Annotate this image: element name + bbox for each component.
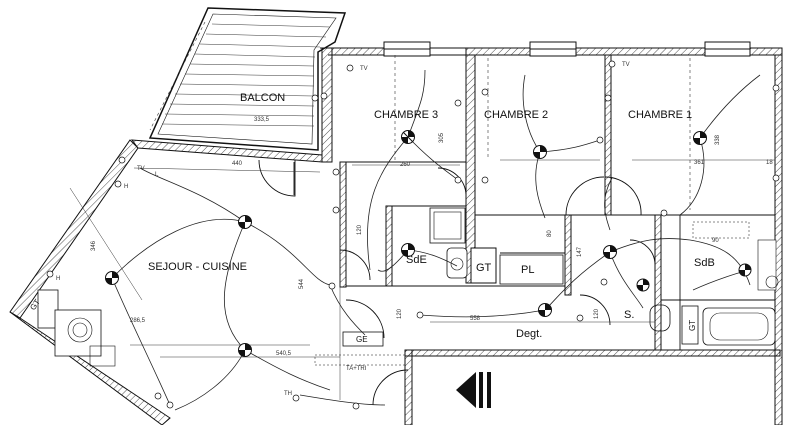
room-label-chambre3: CHAMBRE 3 (374, 109, 438, 121)
doors (258, 159, 656, 406)
windows (383, 41, 751, 57)
dim-260: 260 (400, 162, 411, 168)
room-label-degt: Degt. (516, 328, 542, 340)
room-label-gt-right: GT (688, 320, 697, 331)
exterior-walls (9, 47, 783, 425)
room-labels: BALCON CHAMBRE 3 CHAMBRE 2 CHAMBRE 1 SEJ… (28, 92, 715, 344)
label-tv-chambre1: TV (622, 62, 630, 68)
dim-361: 361 (694, 160, 705, 166)
dim-440: 440 (232, 161, 243, 167)
dim-90: 90 (712, 238, 719, 244)
label-th: TH (284, 391, 292, 397)
dim-338: 338 (715, 134, 721, 145)
room-label-gt-mid: GT (476, 262, 492, 274)
sockets (46, 60, 780, 410)
dim-2865: 286,5 (130, 318, 146, 324)
electrical-wiring (111, 69, 761, 411)
balcony (148, 7, 347, 151)
dim-120c: 120 (357, 224, 363, 235)
dim-305: 305 (439, 132, 445, 143)
label-h2: H (124, 184, 128, 190)
dim-544: 544 (299, 278, 305, 289)
label-tatri: TA+TRI (346, 366, 367, 372)
label-l: L (155, 172, 159, 178)
dim-5405: 540,5 (276, 351, 292, 357)
label-tv-chambre3: TV (360, 66, 368, 72)
dim-120a: 120 (397, 308, 403, 319)
dimension-labels: 333,5 440 260 305 338 361 346 544 558 28… (91, 117, 773, 357)
label-tv-sejour: TV (137, 166, 145, 172)
room-label-sdb: SdB (694, 257, 715, 269)
dim-18: 18 (766, 160, 773, 166)
entrance-arrow-icon (456, 372, 491, 408)
dim-120b: 120 (594, 308, 600, 319)
dim-346: 346 (91, 240, 97, 251)
dim-147: 147 (577, 246, 583, 257)
dim-balcon: 333,5 (254, 117, 270, 123)
room-label-sde: SdE (406, 254, 427, 266)
label-h1: H (56, 276, 60, 282)
dimension-lines (69, 55, 775, 400)
equipment-labels: TV TV TV TH TA+TRI L H H (56, 62, 630, 397)
room-label-pl: PL (521, 264, 534, 276)
room-label-chambre2: CHAMBRE 2 (484, 109, 548, 121)
room-label-sejour: SEJOUR - CUISINE (148, 261, 247, 273)
room-label-balcon: BALCON (240, 92, 285, 104)
dim-558: 558 (470, 316, 481, 322)
label-ge: GE (356, 335, 368, 344)
interior-walls (293, 54, 775, 425)
room-label-s: S. (624, 309, 634, 321)
dim-80: 80 (547, 230, 553, 237)
room-label-chambre1: CHAMBRE 1 (628, 109, 692, 121)
ceiling-lights (105, 130, 752, 357)
fixtures (37, 207, 779, 367)
